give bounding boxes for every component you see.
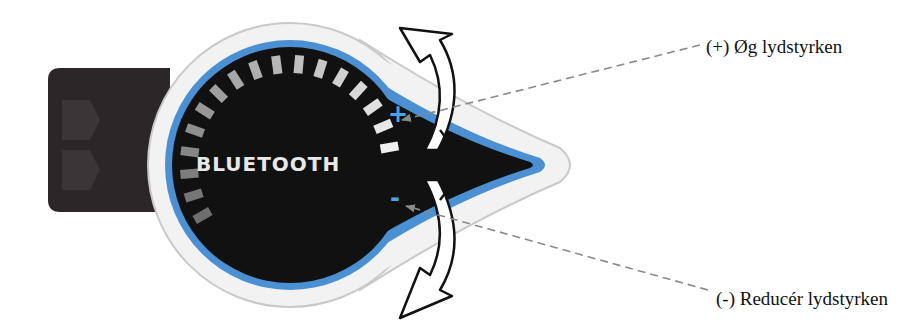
level-segment bbox=[187, 127, 204, 133]
level-segment bbox=[197, 106, 212, 116]
level-segments bbox=[180, 55, 398, 220]
level-segment bbox=[252, 62, 258, 79]
leader-line bbox=[402, 45, 700, 120]
level-segment bbox=[365, 102, 380, 112]
callout-label: (+) Øg lydstyrken bbox=[706, 36, 842, 58]
level-segment bbox=[336, 70, 345, 86]
brand-text: BLUETOOTH bbox=[196, 152, 340, 176]
face-circle bbox=[172, 47, 408, 283]
level-segment bbox=[212, 87, 225, 100]
level-segment bbox=[195, 211, 211, 220]
clamp-ridges bbox=[62, 100, 100, 190]
rotate-arrow-down bbox=[400, 180, 455, 318]
leader-line bbox=[406, 206, 708, 290]
blue-ring bbox=[165, 40, 415, 290]
level-segment bbox=[298, 55, 300, 73]
level-segment bbox=[318, 60, 323, 77]
level-segment bbox=[180, 173, 198, 175]
callout-label: (-) Reducér lydstyrken bbox=[716, 288, 888, 310]
level-segment bbox=[231, 72, 241, 87]
level-segment bbox=[352, 84, 364, 97]
level-segment bbox=[381, 146, 399, 149]
rotate-arc bbox=[440, 130, 455, 200]
rotate-arrow-up bbox=[400, 28, 455, 150]
level-segment bbox=[276, 56, 278, 74]
plus-sign: + bbox=[388, 100, 408, 128]
level-segment bbox=[185, 193, 202, 198]
minus-sign: - bbox=[390, 184, 400, 212]
